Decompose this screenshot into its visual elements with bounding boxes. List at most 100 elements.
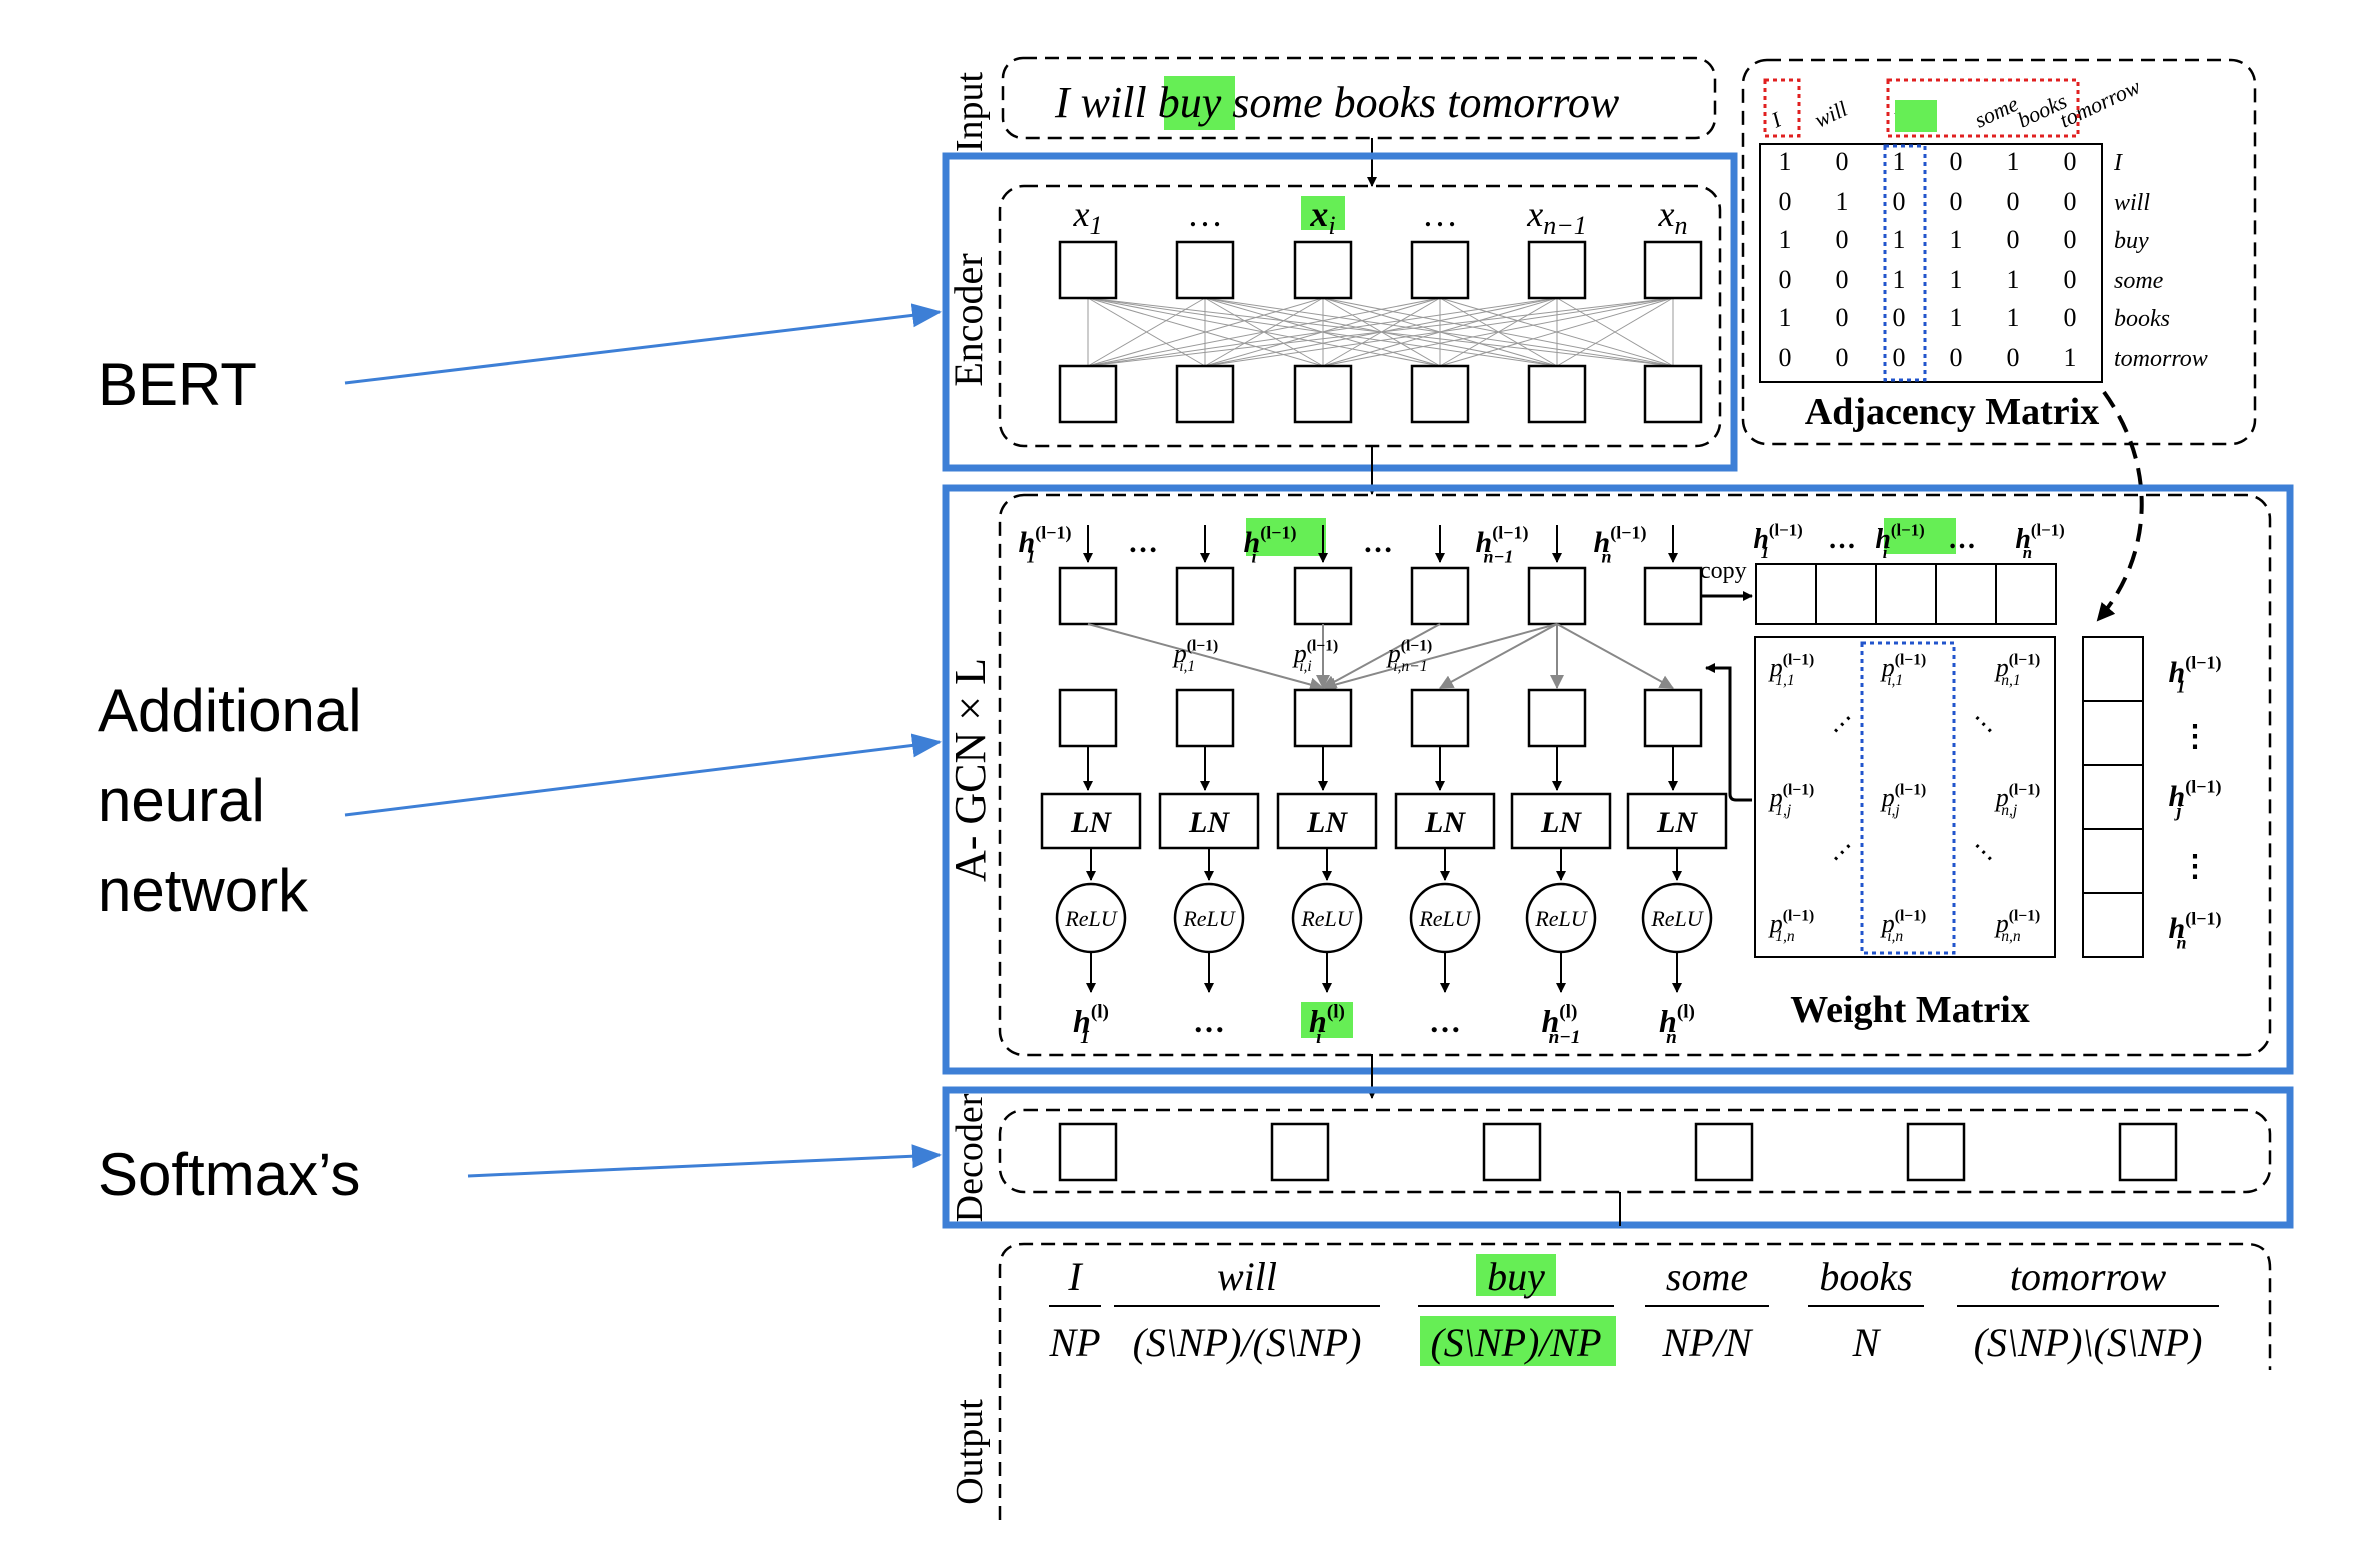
adjacency-grid-frame: [1759, 143, 2103, 383]
decoder-unit: [1270, 1122, 1330, 1182]
decoder-box: [998, 1108, 2272, 1194]
weight-matrix-ellipsis: ⋯: [1823, 705, 1862, 744]
adjacency-red-box-i: [1763, 78, 1801, 138]
adjacency-cell: 0: [2064, 265, 2077, 294]
output-tag: (S\NP)/NP: [1430, 1320, 1601, 1365]
adjacency-red-box-buy-books: [1886, 78, 2080, 138]
layernorm-label: LN: [1656, 806, 1698, 839]
adjacency-cell: 1: [1893, 265, 1906, 294]
bert-arrow: [344, 303, 942, 385]
relu-label: ReLU: [1064, 906, 1118, 931]
adjacency-cell: 1: [1893, 147, 1906, 176]
weight-matrix-title: Weight Matrix: [1790, 989, 2030, 1031]
output-box: [998, 1242, 2272, 1520]
copy-row-cell: [1875, 563, 1937, 625]
column-vector-cell: [2082, 828, 2144, 894]
weight-matrix-frame: [1754, 636, 2056, 958]
output-word: I: [1067, 1254, 1083, 1299]
adjacency-cell: 0: [1893, 303, 1906, 332]
copy-row-cells: [1755, 563, 2057, 625]
adjacency-cell: 0: [1950, 187, 1963, 216]
adjacency-title: Adjacency Matrix: [1805, 391, 2099, 433]
gcn-input-unit: [1527, 566, 1587, 626]
adjacency-cell: 1: [2007, 265, 2020, 294]
gcn-weighted-edges: [1087, 623, 1674, 692]
additional-network-arrow: [344, 733, 942, 817]
bert-annotation: BERT: [98, 351, 257, 418]
encoder-token-label: x1: [1073, 194, 1103, 240]
decoder-blue-frame: [942, 1086, 2294, 1229]
copy-row-label: h(l−1)1: [1753, 520, 1802, 561]
adjacency-cell: 0: [2064, 147, 2077, 176]
encoder-top-unit: [1410, 240, 1470, 300]
copy-label: copy: [1700, 558, 1747, 584]
output-highlight-tag: [1420, 1316, 1616, 1366]
encoder-top-unit: [1293, 240, 1353, 300]
column-vector-cell: [2082, 764, 2144, 830]
encoder-token-label: …: [1187, 194, 1223, 234]
weight-feedback-arrow: [1705, 663, 1752, 802]
adjacency-cell: 0: [1950, 343, 1963, 372]
weight-matrix-cell: p(l−1)n,1: [1994, 651, 2040, 689]
column-vector-label: ⋮: [2180, 850, 2210, 883]
annotation-line-1: Additional: [98, 677, 362, 744]
input-highlight-word: buy: [1158, 78, 1222, 127]
adjacency-cell: 0: [2064, 303, 2077, 332]
weight-matrix-ellipsis: ⋯: [1823, 833, 1862, 872]
adjacency-cell: 1: [1950, 225, 1963, 254]
input-side-label: Input: [949, 71, 991, 152]
copy-row-cell: [1815, 563, 1877, 625]
input-sentence: I will buy some books tomorrow: [1054, 78, 1620, 127]
layernorm-unit: [1040, 792, 1142, 850]
decoder-unit: [1694, 1122, 1754, 1182]
weight-matrix-cell: p(l−1)1,1: [1768, 651, 1814, 689]
additional-network-annotation: Additional neural network: [98, 666, 362, 936]
adjacency-row-word: some: [2114, 268, 2164, 294]
output-word: some: [1666, 1254, 1748, 1299]
adjacency-cell: 1: [1950, 265, 1963, 294]
encoder-bottom-units: [1058, 364, 1703, 424]
output-word: buy: [1487, 1254, 1545, 1299]
gcn-input-units: [1058, 566, 1703, 626]
encoder-bottom-unit: [1410, 364, 1470, 424]
encoder-attention-lines: [1087, 297, 1674, 367]
adjacency-column-word: tomorrow: [2056, 73, 2145, 132]
weight-matrix-cell: p(l−1)i,j: [1880, 781, 1926, 819]
column-vector-label: h(l−1)n: [2169, 909, 2222, 953]
gcn-weight-label: p(l−1)i,n−1: [1386, 637, 1432, 675]
adjacency-highlight-buy: [1895, 100, 1937, 132]
weight-matrix-cell: p(l−1)n,j: [1994, 781, 2040, 819]
copy-row-label: h(l−1)n: [2015, 520, 2064, 561]
adjacency-cell: 1: [1893, 225, 1906, 254]
output-tag: N: [1852, 1320, 1882, 1365]
encoder-blue-frame: [942, 152, 1738, 472]
adjacency-cell: 0: [2007, 225, 2020, 254]
relu-label: ReLU: [1418, 906, 1472, 931]
layernorm-label: LN: [1070, 806, 1112, 839]
adjacency-cell: 0: [1779, 343, 1792, 372]
relu-label: ReLU: [1650, 906, 1704, 931]
output-tag: NP/N: [1662, 1320, 1754, 1365]
adjacency-box: [1741, 58, 2257, 446]
decoder-side-label: Decoder: [949, 1093, 991, 1222]
adjacency-to-weight-arrow: [2096, 390, 2144, 622]
adjacency-cell: 1: [1779, 225, 1792, 254]
copy-row-label: …: [1948, 524, 1976, 555]
relu-label: ReLU: [1300, 906, 1354, 931]
layernorm-unit: [1626, 792, 1728, 850]
agcn-side-label: A- GCN × L: [946, 658, 995, 882]
encoder-top-unit: [1527, 240, 1587, 300]
column-vector-cells: [2082, 636, 2144, 958]
adjacency-cell: 1: [1950, 303, 1963, 332]
column-vector-labels: h(l−1)1⋮h(l−1)j⋮h(l−1)n: [2169, 653, 2222, 953]
layernorm-unit: [1158, 792, 1260, 850]
gcn-output-label: h(l)i: [1309, 1002, 1345, 1049]
weight-matrix-cell: p(l−1)n,n: [1994, 907, 2040, 945]
copy-row-label: …: [1828, 524, 1856, 555]
gcn-aggregated-unit: [1175, 688, 1235, 748]
annotation-line-3: network: [98, 857, 309, 924]
